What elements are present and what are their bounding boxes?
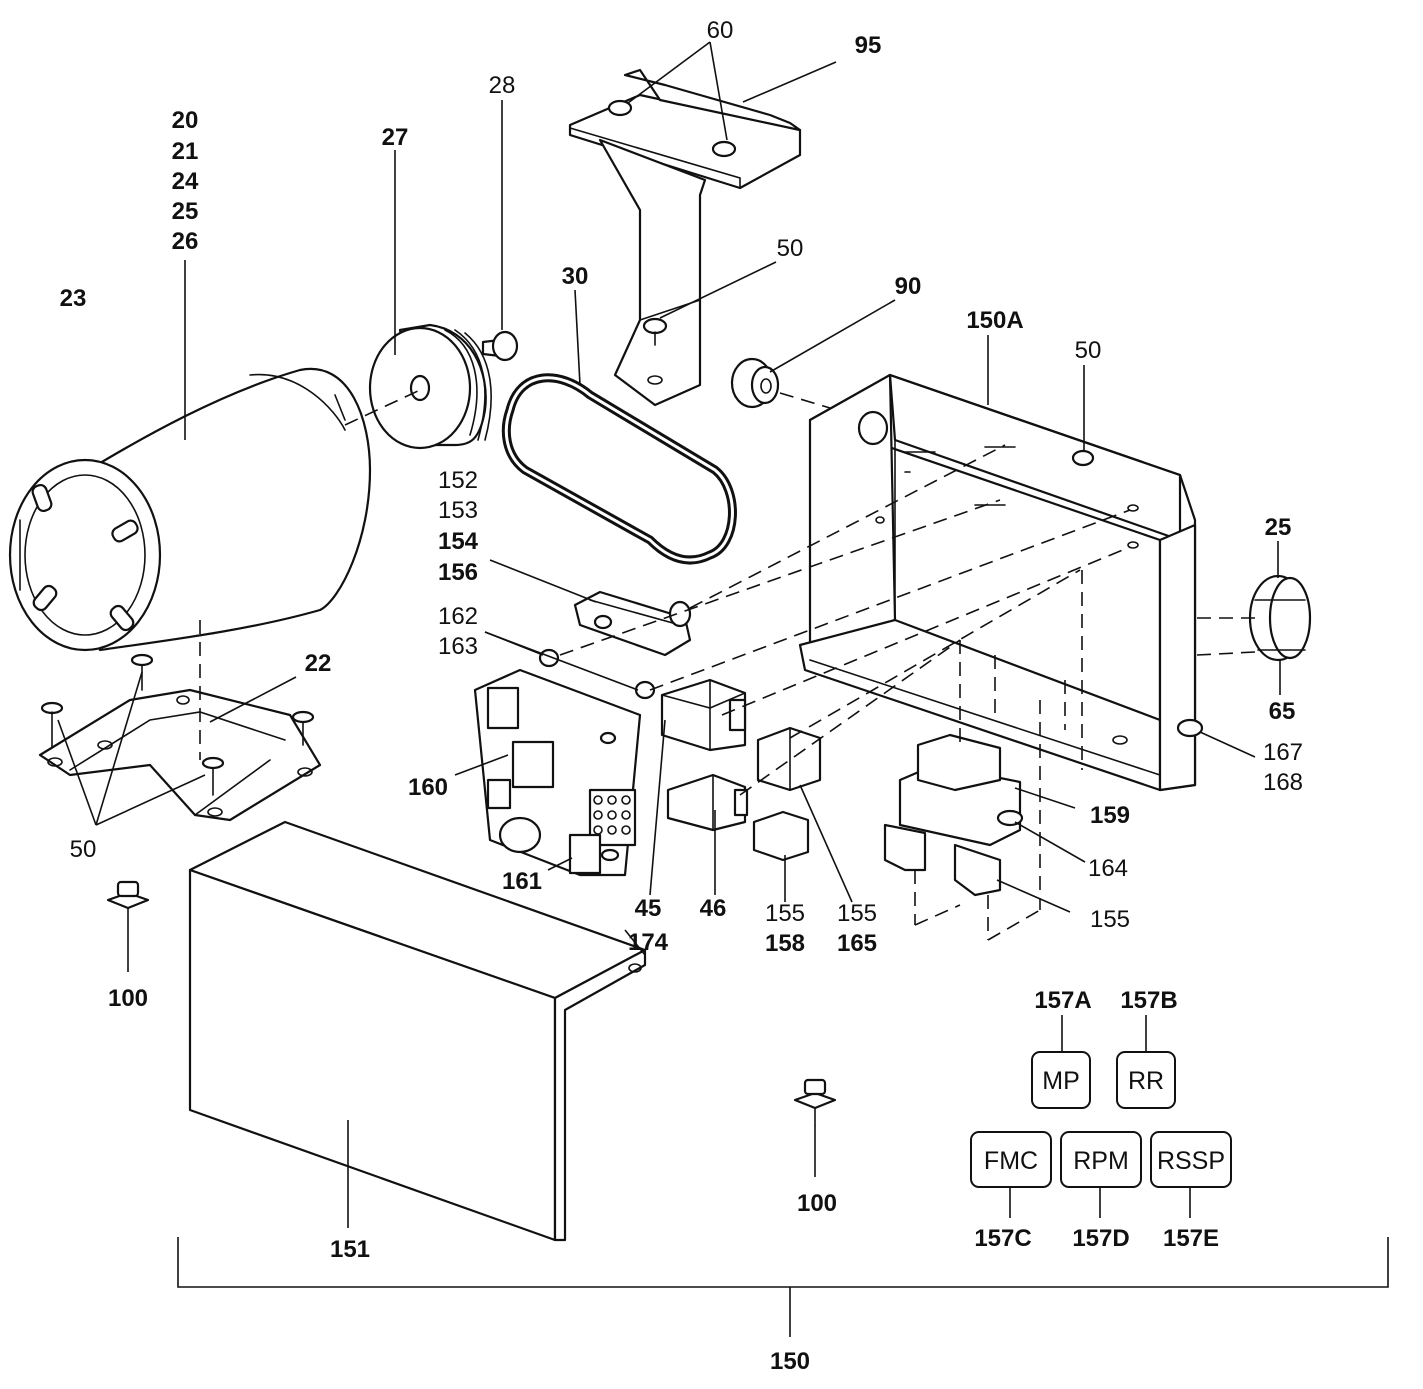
top-mount-bracket xyxy=(568,68,802,407)
label-25: 25 xyxy=(172,198,199,225)
label-155-c: 155 xyxy=(1090,906,1130,933)
label-157A: 157A xyxy=(1034,987,1091,1014)
chassis-pan xyxy=(798,373,1204,792)
label-22: 22 xyxy=(305,650,332,677)
circuit-board xyxy=(473,668,642,877)
rubber-isolator xyxy=(730,357,780,409)
label-157D: 157D xyxy=(1072,1225,1129,1252)
label-65: 65 xyxy=(1269,698,1296,725)
label-24: 24 xyxy=(172,168,199,195)
svg-text:RR: RR xyxy=(1128,1067,1164,1095)
label-60: 60 xyxy=(707,17,734,44)
label-157E: 157E xyxy=(1163,1225,1219,1252)
label-50-top: 50 xyxy=(777,235,804,262)
label-168: 168 xyxy=(1263,769,1303,796)
label-154: 154 xyxy=(438,528,479,555)
relay-158 xyxy=(752,810,810,862)
pulley xyxy=(368,323,492,450)
label-28: 28 xyxy=(489,72,516,99)
callout-labels: 20 21 24 25 26 23 27 28 30 60 95 50 90 1… xyxy=(60,17,1303,1375)
label-158: 158 xyxy=(765,930,805,957)
label-151: 151 xyxy=(330,1236,370,1263)
label-155-b: 155 xyxy=(837,900,877,927)
push-fastener-left xyxy=(106,880,150,926)
label-50-bracket: 50 xyxy=(70,836,97,863)
svg-text:FMC: FMC xyxy=(984,1147,1038,1175)
assembly-lines xyxy=(199,389,1256,941)
label-25-grommet: 25 xyxy=(1265,514,1292,541)
transformer xyxy=(883,733,1024,897)
label-153: 153 xyxy=(438,497,478,524)
cover-panel xyxy=(188,820,647,1242)
label-95: 95 xyxy=(855,32,882,59)
label-20: 20 xyxy=(172,107,199,134)
label-100-right: 100 xyxy=(797,1190,837,1217)
label-26: 26 xyxy=(172,228,199,255)
option-box-rpm: RPM xyxy=(1060,1131,1142,1188)
label-163: 163 xyxy=(438,633,478,660)
label-167: 167 xyxy=(1263,739,1303,766)
label-156: 156 xyxy=(438,559,478,586)
label-46: 46 xyxy=(700,895,727,922)
leader-lines xyxy=(57,41,1389,1337)
option-box-fmc: FMC xyxy=(970,1131,1052,1188)
svg-text:MP: MP xyxy=(1042,1067,1080,1095)
motor xyxy=(8,367,372,652)
relay-46 xyxy=(666,773,749,832)
label-159: 159 xyxy=(1090,802,1130,829)
label-50-chassis: 50 xyxy=(1075,337,1102,364)
bracket-bolts xyxy=(40,653,315,796)
terminal-block xyxy=(573,590,692,657)
label-150: 150 xyxy=(770,1348,810,1375)
option-box-rr: RR xyxy=(1116,1051,1176,1109)
option-box-rssp: RSSP xyxy=(1150,1131,1232,1188)
label-157C: 157C xyxy=(974,1225,1031,1252)
side-grommet xyxy=(1248,574,1312,662)
relay-165 xyxy=(756,726,822,792)
label-27: 27 xyxy=(382,124,409,151)
pulley-bolt xyxy=(481,330,519,362)
label-23: 23 xyxy=(60,285,87,312)
label-150A: 150A xyxy=(966,307,1023,334)
label-165: 165 xyxy=(837,930,877,957)
label-21: 21 xyxy=(172,138,199,165)
label-30: 30 xyxy=(562,263,589,290)
label-152: 152 xyxy=(438,467,478,494)
svg-text:RSSP: RSSP xyxy=(1157,1147,1225,1175)
label-164: 164 xyxy=(1088,855,1128,882)
option-box-mp: MP xyxy=(1031,1051,1091,1109)
label-45: 45 xyxy=(635,895,662,922)
label-161: 161 xyxy=(502,868,542,895)
label-160: 160 xyxy=(408,774,448,801)
svg-text:RPM: RPM xyxy=(1073,1147,1129,1175)
label-174: 174 xyxy=(628,929,669,956)
drive-belt xyxy=(501,373,737,565)
label-155-a: 155 xyxy=(765,900,805,927)
label-162: 162 xyxy=(438,603,478,630)
relay-45 xyxy=(660,678,747,752)
motor-mount-bracket xyxy=(38,688,322,822)
label-90: 90 xyxy=(895,273,922,300)
label-100-left: 100 xyxy=(108,985,148,1012)
push-fastener-right xyxy=(793,1078,837,1126)
label-157B: 157B xyxy=(1120,987,1177,1014)
